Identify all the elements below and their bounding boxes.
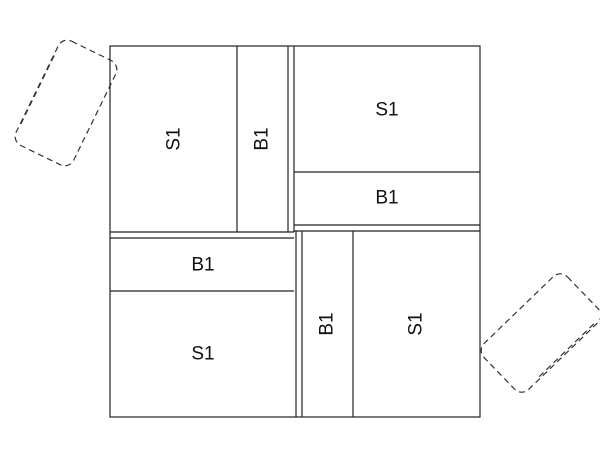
label-b1-bottom-right: B1 [317, 312, 338, 335]
quadrant-bottom-right [295, 231, 354, 417]
label-b1-bottom-left: B1 [191, 255, 214, 276]
dashed-outline-bottom-right [480, 273, 600, 393]
label-s1-bottom-left: S1 [191, 344, 214, 365]
label-s1-top-right: S1 [375, 100, 398, 121]
quadrant-top-right [294, 171, 480, 232]
label-b1-top-left: B1 [252, 127, 273, 150]
label-b1-top-right: B1 [375, 188, 398, 209]
quadrant-bottom-left [110, 237, 294, 292]
label-s1-top-left: S1 [164, 127, 185, 150]
label-s1-bottom-right: S1 [406, 312, 427, 335]
quadrant-top-left [110, 46, 295, 233]
dashed-outline-top-left [14, 39, 118, 167]
